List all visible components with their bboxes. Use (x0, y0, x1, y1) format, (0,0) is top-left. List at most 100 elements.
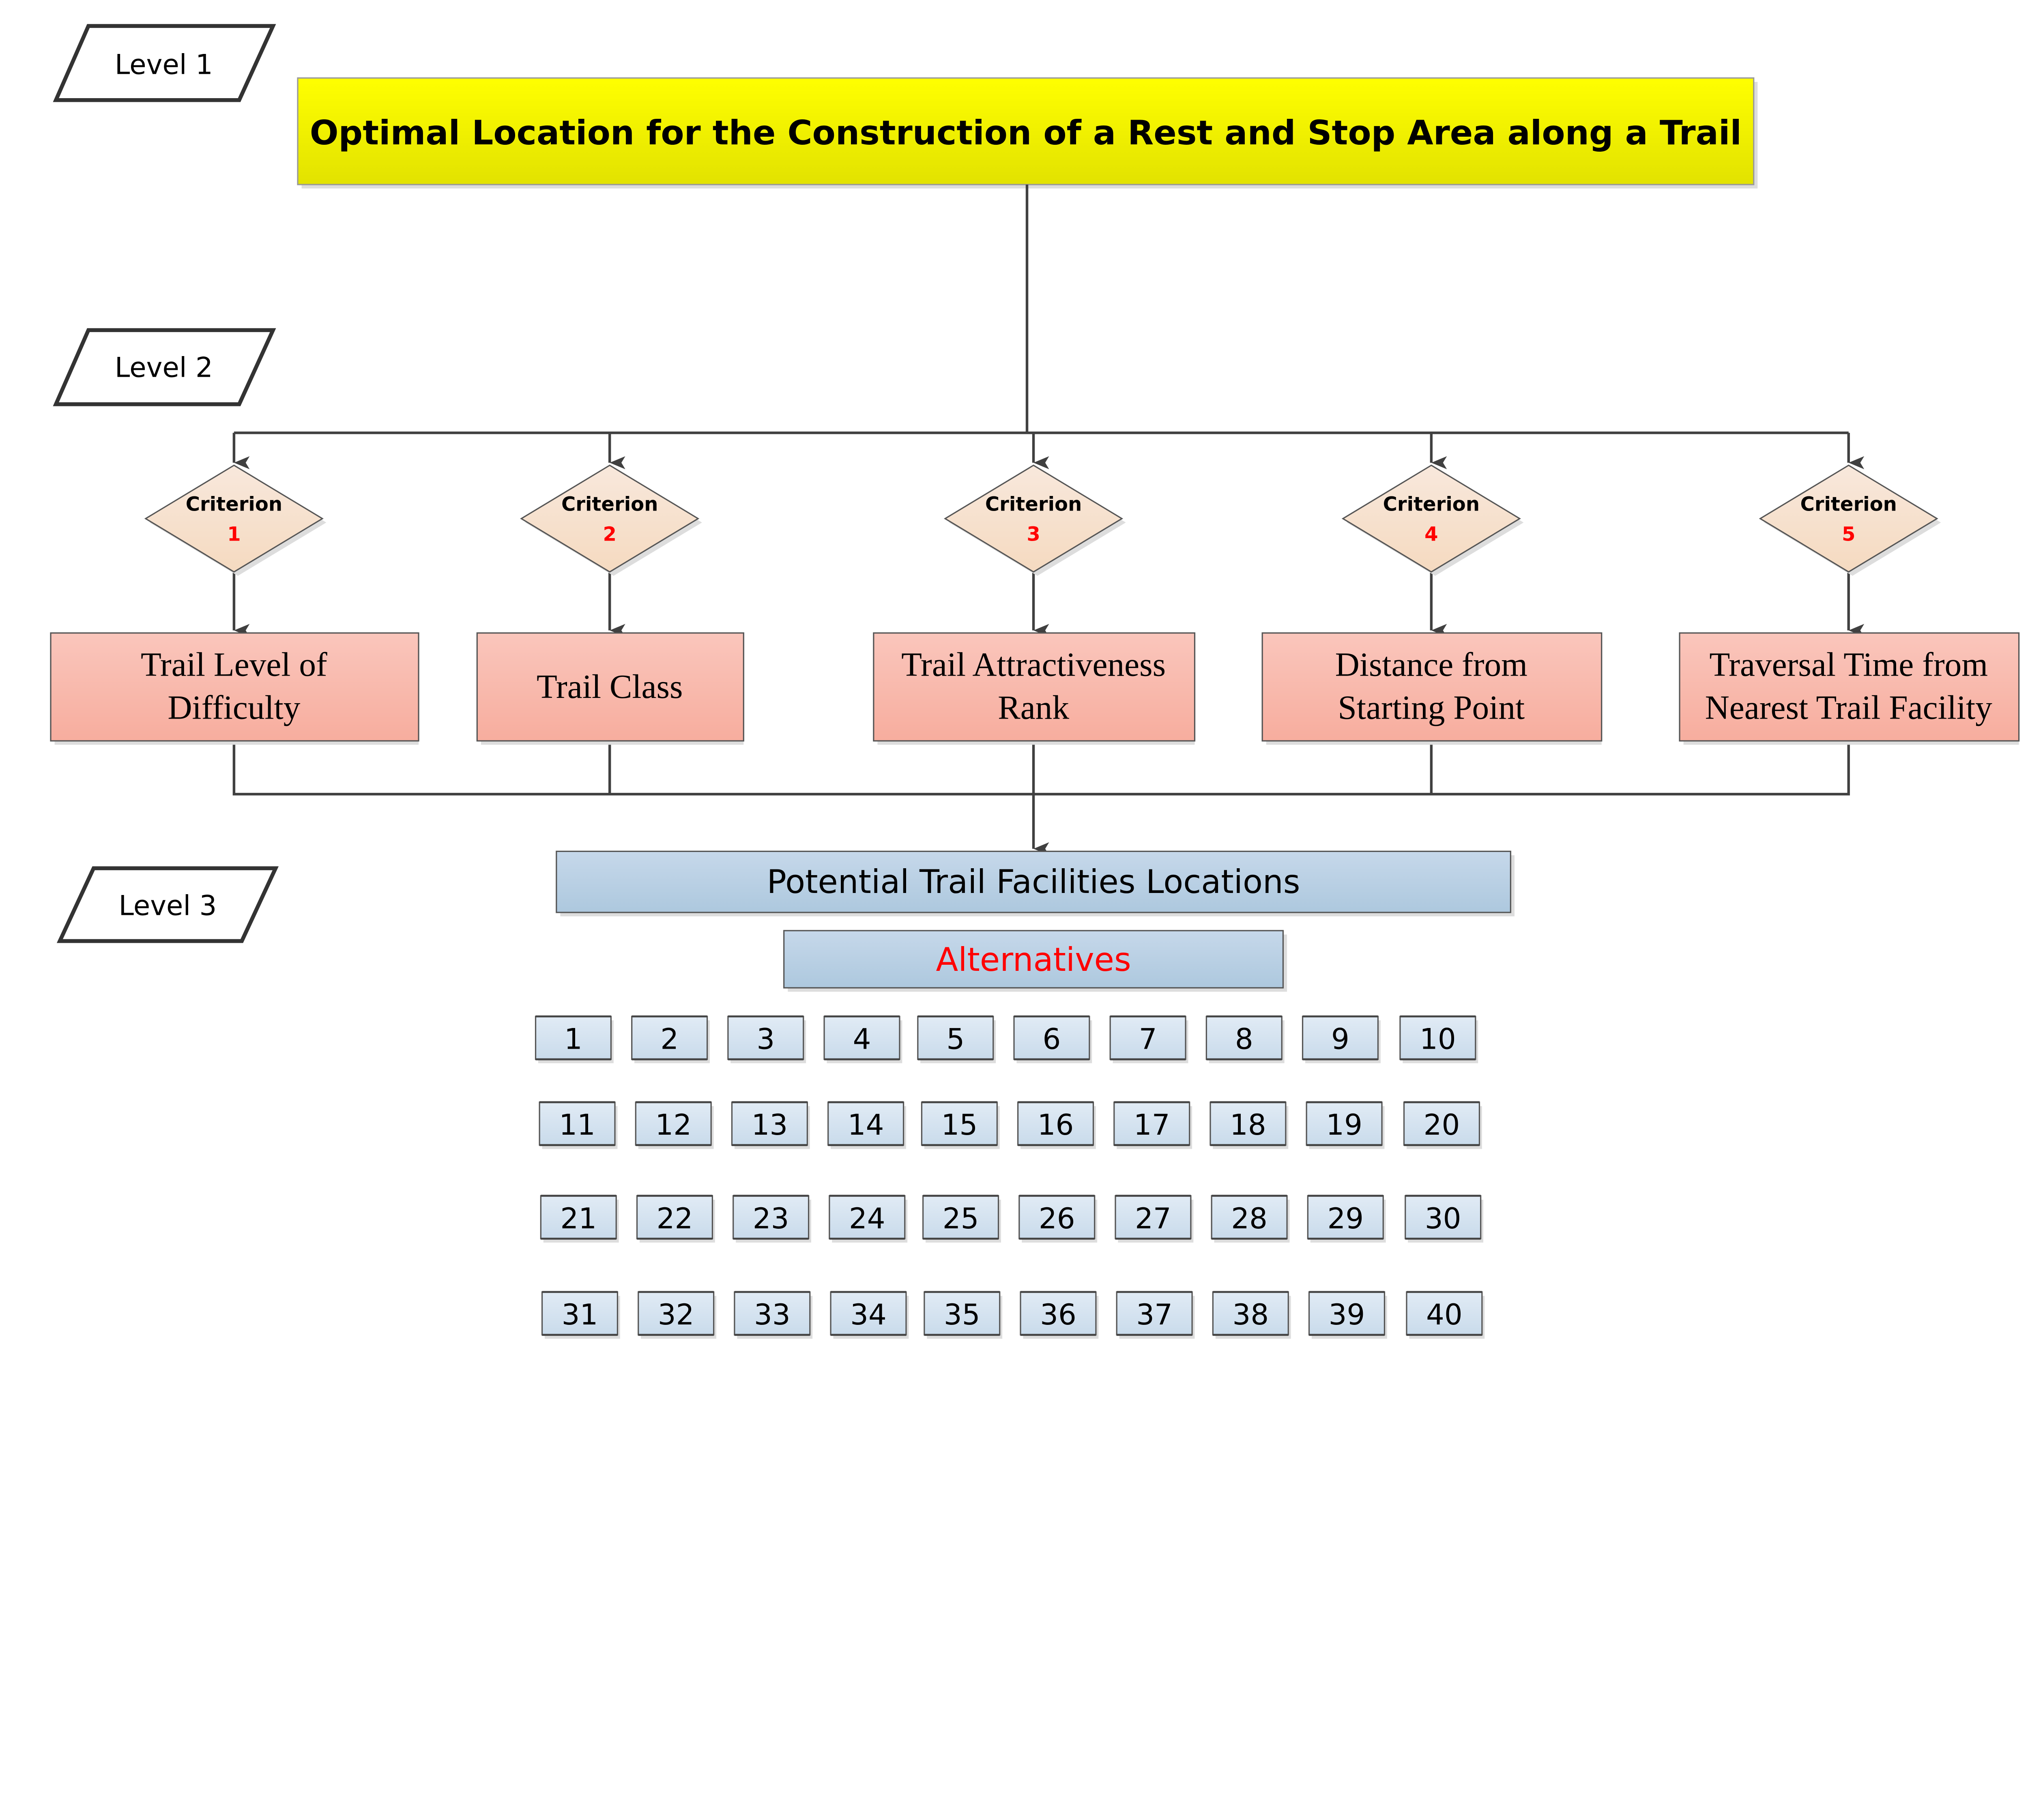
alternative-24: 24 (829, 1195, 908, 1243)
alternative-3: 3 (727, 1015, 806, 1063)
alternative-number: 21 (560, 1202, 597, 1235)
alternative-number: 36 (1040, 1298, 1076, 1331)
alternative-40: 40 (1406, 1291, 1485, 1339)
criterion-number: 3 (1027, 523, 1040, 545)
criterion-name-line: Difficulty (168, 689, 300, 726)
alternative-number: 15 (941, 1108, 978, 1142)
criterion-label: Criterion (186, 493, 282, 516)
alternative-15: 15 (921, 1101, 1000, 1149)
level-3-text: Level 3 (119, 890, 217, 921)
alternative-number: 18 (1230, 1108, 1266, 1142)
alternative-23: 23 (733, 1195, 812, 1243)
criterion-label: Criterion (985, 493, 1082, 516)
alternative-11: 11 (539, 1101, 618, 1149)
goal-box: Optimal Location for the Construction of… (297, 77, 1758, 189)
alternative-number: 22 (657, 1202, 693, 1235)
criterion-box (1261, 632, 1603, 742)
criterion-box (873, 632, 1196, 742)
alternative-number: 16 (1038, 1108, 1074, 1142)
alternative-number: 39 (1329, 1298, 1365, 1331)
criterion-box (476, 632, 744, 742)
alternative-29: 29 (1307, 1195, 1386, 1243)
criterion-diamond (520, 464, 700, 573)
criterion-number: 2 (603, 523, 616, 545)
alternative-8: 8 (1205, 1015, 1285, 1063)
alternative-number: 12 (655, 1108, 692, 1142)
alternative-28: 28 (1211, 1195, 1290, 1243)
level-3-label: Level 3 (56, 866, 279, 943)
alternative-25: 25 (922, 1195, 1001, 1243)
alternative-39: 39 (1308, 1291, 1387, 1339)
alternative-number: 17 (1134, 1108, 1170, 1142)
alternative-34: 34 (830, 1291, 909, 1339)
alternative-number: 9 (1331, 1023, 1349, 1056)
alternative-38: 38 (1212, 1291, 1291, 1339)
criterion-label: Criterion (1383, 493, 1480, 516)
criterion-name-line: Starting Point (1338, 689, 1525, 726)
alternative-17: 17 (1113, 1101, 1192, 1149)
level-2-text: Level 2 (115, 352, 213, 383)
alternative-number: 5 (946, 1023, 965, 1056)
criterion-name-line: Traversal Time from (1709, 646, 1988, 684)
alternative-19: 19 (1306, 1101, 1385, 1149)
criterion-number: 4 (1424, 523, 1438, 545)
alternative-number: 8 (1235, 1023, 1253, 1056)
alternative-number: 37 (1136, 1298, 1173, 1331)
locations-title: Potential Trail Facilities Locations (767, 863, 1300, 901)
alternative-12: 12 (635, 1101, 714, 1149)
alternative-30: 30 (1405, 1195, 1484, 1243)
criterion-number: 1 (227, 523, 241, 545)
alternative-number: 31 (562, 1298, 598, 1331)
level-1-label: Level 1 (53, 24, 276, 102)
alternative-22: 22 (636, 1195, 715, 1243)
alternative-number: 32 (658, 1298, 694, 1331)
criterion-box (50, 632, 419, 742)
alternative-number: 27 (1135, 1202, 1171, 1235)
alternative-35: 35 (924, 1291, 1003, 1339)
criterion-name-line: Trail Attractiveness (901, 646, 1166, 684)
alternative-number: 26 (1039, 1202, 1075, 1235)
connectors (232, 185, 1865, 855)
alternative-4: 4 (823, 1015, 902, 1063)
criterion-number: 5 (1842, 523, 1855, 545)
alternative-5: 5 (917, 1015, 996, 1063)
criterion-diamond (944, 464, 1124, 573)
level-1-text: Level 1 (115, 49, 213, 81)
alternative-6: 6 (1013, 1015, 1092, 1063)
alternative-number: 38 (1232, 1298, 1269, 1331)
alternative-13: 13 (731, 1101, 810, 1149)
criterion-name-line: Trail Level of (141, 646, 327, 684)
alternative-number: 29 (1327, 1202, 1364, 1235)
alternative-37: 37 (1116, 1291, 1195, 1339)
alternative-18: 18 (1209, 1101, 1289, 1149)
alternative-number: 25 (943, 1202, 979, 1235)
alternative-number: 40 (1426, 1298, 1463, 1331)
alternative-number: 2 (660, 1023, 679, 1056)
alternative-7: 7 (1109, 1015, 1188, 1063)
goal-title: Optimal Location for the Construction of… (310, 113, 1742, 152)
alternatives-title: Alternatives (936, 941, 1131, 979)
criterion-label: Criterion (1800, 493, 1897, 516)
alternative-number: 3 (756, 1023, 775, 1056)
criterion-name-line: Nearest Trail Facility (1705, 689, 1993, 726)
hierarchy-diagram: Level 1 Level 2 Level 3 Optimal Location… (50, 24, 2020, 1339)
alternative-number: 10 (1420, 1023, 1456, 1056)
alternative-number: 13 (752, 1108, 788, 1142)
alternative-number: 23 (753, 1202, 789, 1235)
alternative-number: 28 (1231, 1202, 1268, 1235)
alternative-number: 35 (944, 1298, 980, 1331)
alternative-33: 33 (734, 1291, 813, 1339)
criterion-name-line: Rank (998, 689, 1069, 726)
alternative-14: 14 (827, 1101, 906, 1149)
alternative-number: 30 (1425, 1202, 1461, 1235)
alternative-21: 21 (540, 1195, 619, 1243)
alternative-9: 9 (1302, 1015, 1381, 1063)
level-2-label: Level 2 (53, 328, 276, 406)
alternative-31: 31 (541, 1291, 620, 1339)
